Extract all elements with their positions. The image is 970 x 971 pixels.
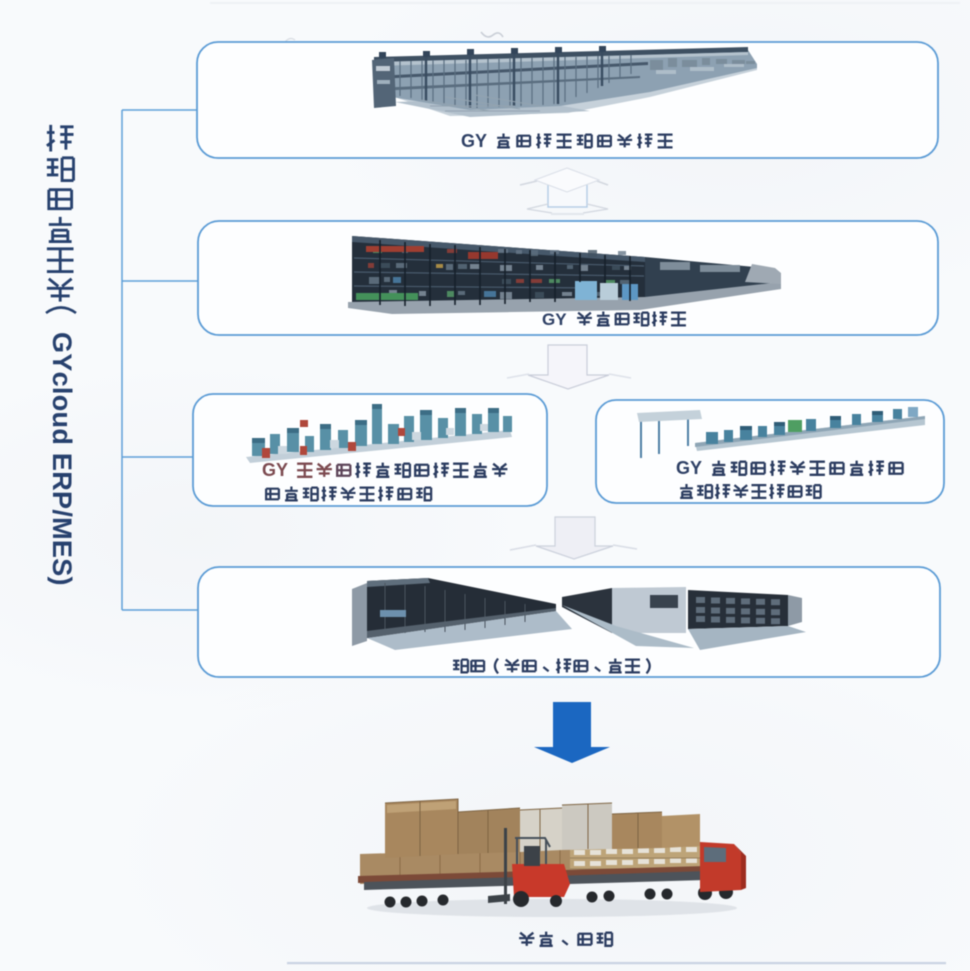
svg-text:GY: GY [461, 131, 487, 151]
svg-text:GY: GY [262, 460, 288, 480]
svg-text:GY: GY [542, 310, 567, 329]
svg-text:GY: GY [676, 458, 702, 478]
svg-text:GYcloud ERP/MES): GYcloud ERP/MES) [47, 332, 77, 586]
